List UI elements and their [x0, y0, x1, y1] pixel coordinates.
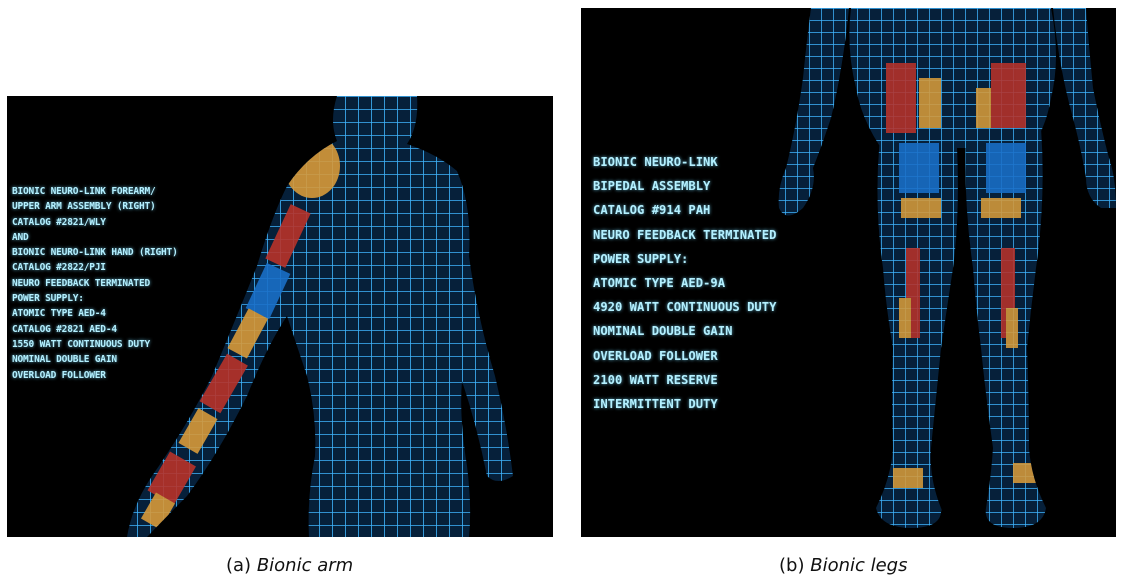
caption-label: (a) [226, 555, 251, 576]
spec-line: OVERLOAD FOLLOWER [12, 368, 178, 383]
spec-line: BIONIC NEURO-LINK FOREARM/ [12, 184, 178, 199]
spec-line: CATALOG #2822/PJI [12, 260, 178, 275]
spec-line: ATOMIC TYPE AED-4 [12, 306, 178, 321]
spec-line: ATOMIC TYPE AED-9A [593, 271, 776, 295]
spec-line: NOMINAL DOUBLE GAIN [12, 352, 178, 367]
bionic-arm-image: BIONIC NEURO-LINK FOREARM/ UPPER ARM ASS… [7, 96, 553, 537]
spec-line: NEURO FEEDBACK TERMINATED [593, 223, 776, 247]
spec-line: CATALOG #914 PAH [593, 198, 776, 222]
caption-text: Bionic arm [257, 555, 353, 576]
spec-line: BIONIC NEURO-LINK HAND (RIGHT) [12, 245, 178, 260]
caption-bionic-arm: (a) Bionic arm [226, 555, 353, 576]
spec-line: POWER SUPPLY: [12, 291, 178, 306]
spec-line: 1550 WATT CONTINUOUS DUTY [12, 337, 178, 352]
spec-line: BIPEDAL ASSEMBLY [593, 174, 776, 198]
spec-line: 4920 WATT CONTINUOUS DUTY [593, 295, 776, 319]
arm-spec-readout: BIONIC NEURO-LINK FOREARM/ UPPER ARM ASS… [12, 184, 178, 383]
spec-line: NEURO FEEDBACK TERMINATED [12, 276, 178, 291]
spec-line: NOMINAL DOUBLE GAIN [593, 319, 776, 343]
spec-line: INTERMITTENT DUTY [593, 392, 776, 416]
bionic-legs-image: BIONIC NEURO-LINK BIPEDAL ASSEMBLY CATAL… [581, 8, 1116, 537]
caption-label: (b) [779, 555, 804, 576]
spec-line: UPPER ARM ASSEMBLY (RIGHT) [12, 199, 178, 214]
spec-line: CATALOG #2821 AED-4 [12, 322, 178, 337]
legs-spec-readout: BIONIC NEURO-LINK BIPEDAL ASSEMBLY CATAL… [593, 150, 776, 416]
spec-line: AND [12, 230, 178, 245]
spec-line: POWER SUPPLY: [593, 247, 776, 271]
spec-line: BIONIC NEURO-LINK [593, 150, 776, 174]
caption-bionic-legs: (b) Bionic legs [779, 555, 908, 576]
spec-line: OVERLOAD FOLLOWER [593, 344, 776, 368]
caption-text: Bionic legs [810, 555, 907, 576]
spec-line: CATALOG #2821/WLY [12, 215, 178, 230]
spec-line: 2100 WATT RESERVE [593, 368, 776, 392]
